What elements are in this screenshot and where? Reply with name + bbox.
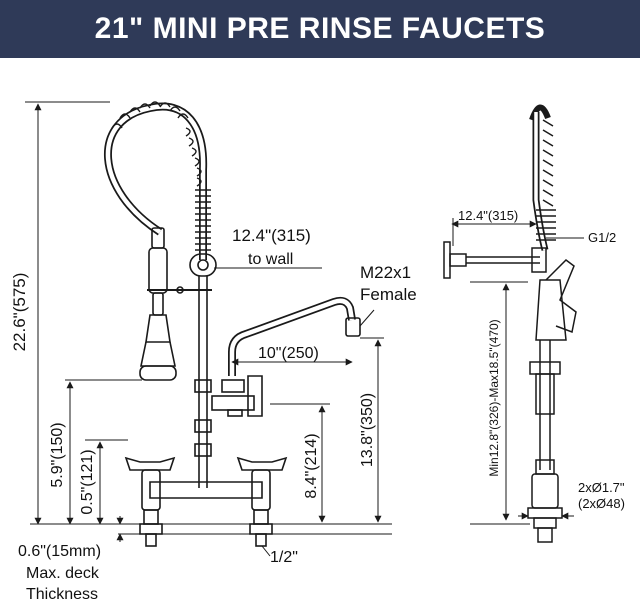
page-title: 21" MINI PRE RINSE FAUCETS bbox=[94, 12, 546, 45]
spring-coil bbox=[111, 101, 211, 251]
handle-height-label: 0.5"(121) bbox=[79, 449, 96, 514]
spout-outlet-height-label: 13.8"(350) bbox=[359, 393, 376, 467]
deck-thickness-caption-1: Max. deck bbox=[26, 565, 100, 582]
deck-thickness-value: 0.6"(15mm) bbox=[18, 543, 101, 560]
wall-distance-label: 12.4"(315) bbox=[232, 226, 311, 245]
side-view-drawing bbox=[443, 104, 577, 543]
side-wall-distance-label: 12.4"(315) bbox=[458, 208, 518, 223]
inlet-size-label: 1/2" bbox=[270, 549, 298, 566]
wall-distance-note: to wall bbox=[248, 251, 293, 268]
thread-size-label: G1/2 bbox=[588, 230, 616, 245]
spout-reach-label: 10"(250) bbox=[258, 345, 319, 362]
height-range-label: Min12.8"(326)-Max18.5"(470) bbox=[487, 319, 501, 476]
deck-thickness-caption-2: Thickness bbox=[26, 586, 98, 603]
side-view-dimension-lines bbox=[451, 218, 584, 525]
front-view-dimension-lines bbox=[25, 101, 392, 557]
connector-type-label: Female bbox=[360, 285, 417, 304]
overall-height-label: 22.6"(575) bbox=[10, 273, 29, 352]
hole-diameter-label: 2xØ1.7" bbox=[578, 480, 625, 495]
title-banner: 21" MINI PRE RINSE FAUCETS bbox=[0, 0, 640, 58]
faucet-height-label: 5.9"(150) bbox=[49, 422, 66, 487]
spout-height-label: 8.4"(214) bbox=[303, 433, 320, 498]
front-view-drawing bbox=[103, 101, 361, 547]
hole-diameter-metric-label: (2xØ48) bbox=[578, 496, 625, 511]
connector-thread-label: M22x1 bbox=[360, 263, 411, 282]
